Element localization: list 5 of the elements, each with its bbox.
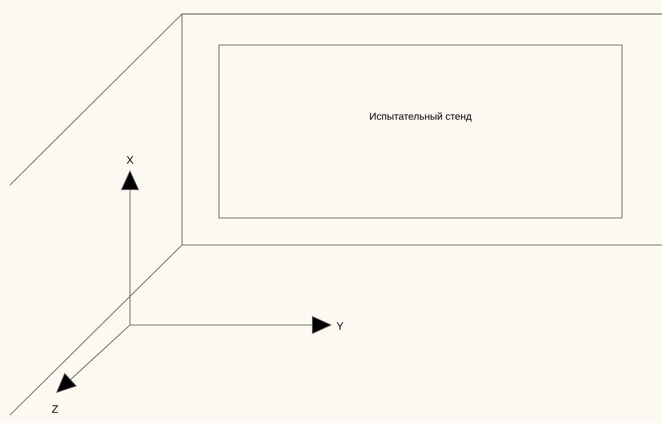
axis-label: Y bbox=[336, 322, 344, 330]
panel-box: Испытательный стенд bbox=[218, 44, 622, 218]
axis-label: Z bbox=[52, 405, 58, 413]
wall-box bbox=[182, 14, 662, 246]
axis-label: X bbox=[126, 156, 134, 164]
